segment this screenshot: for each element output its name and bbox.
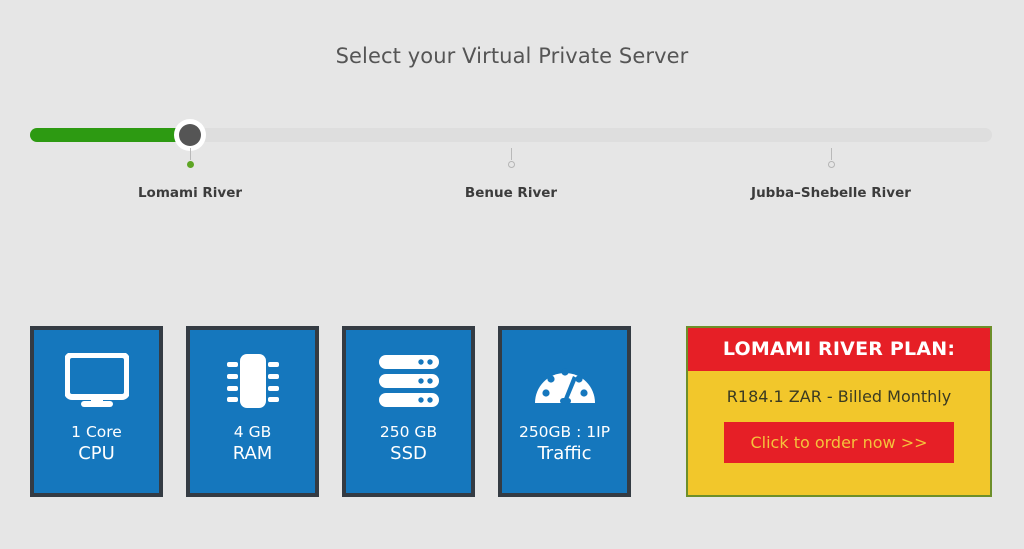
slider-tick-jubba-shebelle-river[interactable]: Jubba–Shebelle River [711,148,951,201]
spec-label: CPU [78,442,115,464]
slider-tick-group: Lomami River Benue River Jubba–Shebelle … [0,148,1024,218]
tick-line [189,148,191,160]
spec-card-cpu: 1 Core CPU [30,326,163,497]
slider-tick-lomami-river[interactable]: Lomami River [70,148,310,201]
server-stack-icon [378,350,440,412]
spec-card-ssd: 250 GB SSD [342,326,475,497]
spec-label: Traffic [537,442,592,464]
slider-tick-label: Lomami River [137,185,243,201]
slider-fill [30,128,190,142]
spec-label: SSD [390,442,427,464]
spec-label: RAM [232,442,273,464]
page-title: Select your Virtual Private Server [335,44,689,68]
server-plan-slider[interactable] [30,119,992,151]
speedometer-icon [533,350,597,412]
plan-panel: LOMAMI RIVER PLAN: R184.1 ZAR - Billed M… [686,326,992,497]
tick-dot-icon [507,161,515,168]
slider-tick-label: Benue River [464,185,558,201]
slider-tick-benue-river[interactable]: Benue River [391,148,631,201]
tick-line [510,148,512,160]
order-now-button[interactable]: Click to order now >> [724,422,954,463]
plan-body: R184.1 ZAR - Billed Monthly Click to ord… [688,371,990,495]
tick-dot-icon [186,161,194,168]
plan-price: R184.1 ZAR - Billed Monthly [726,387,952,406]
tick-dot-icon [827,161,835,168]
spec-value: 1 Core [71,423,122,441]
spec-value: 250GB : 1IP [518,423,611,441]
memory-chip-icon [223,350,283,412]
spec-card-traffic: 250GB : 1IP Traffic [498,326,631,497]
slider-handle[interactable] [174,119,206,151]
spec-value: 4 GB [233,423,272,441]
spec-card-group: 1 Core CPU 4 GB RAM [30,326,631,497]
monitor-icon [64,350,129,412]
spec-card-ram: 4 GB RAM [186,326,319,497]
slider-tick-label: Jubba–Shebelle River [751,185,911,201]
spec-value: 250 GB [379,423,438,441]
slider-track[interactable] [30,128,992,142]
plan-header-title: LOMAMI RIVER PLAN: [688,328,990,371]
tick-line [830,148,832,160]
